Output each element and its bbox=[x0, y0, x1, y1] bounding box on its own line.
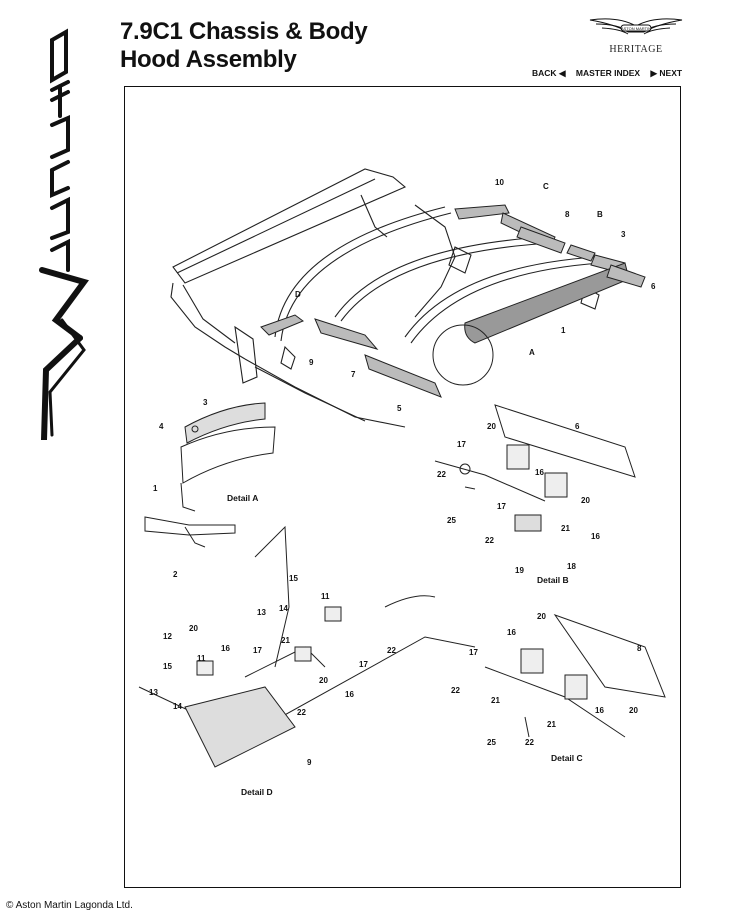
callout-b-22a: 22 bbox=[437, 470, 446, 479]
callout-c-20a: 20 bbox=[537, 612, 546, 621]
trim-part-b bbox=[566, 244, 596, 262]
callout-c-25: 25 bbox=[487, 738, 496, 747]
callout-b-22b: 22 bbox=[485, 536, 494, 545]
callout-d-13b: 13 bbox=[149, 688, 158, 697]
callout-a-1: 1 bbox=[153, 484, 158, 493]
detail-b-label: Detail B bbox=[537, 575, 569, 585]
detail-a-circle bbox=[432, 324, 494, 386]
aston-martin-logo: ASTON MARTIN bbox=[589, 18, 683, 35]
callout-c-21b: 21 bbox=[547, 720, 556, 729]
detail-b-drawing bbox=[434, 404, 636, 532]
detail-d-label: Detail D bbox=[241, 787, 273, 797]
callout-main-7: 7 bbox=[351, 370, 356, 379]
trim-part-6 bbox=[606, 264, 646, 288]
callout-b-19: 19 bbox=[515, 566, 524, 575]
callout-labels: 10 C 8 B 3 6 1 A D 9 7 5 3 4 1 2 Detail … bbox=[149, 178, 656, 797]
trim-part-9 bbox=[260, 314, 305, 336]
callout-main-a: A bbox=[529, 348, 535, 357]
callout-c-17: 17 bbox=[469, 648, 478, 657]
callout-main-d: D bbox=[295, 290, 301, 299]
copyright-footer: © Aston Martin Lagonda Ltd. bbox=[6, 900, 133, 911]
detail-c-label: Detail C bbox=[551, 753, 583, 763]
master-index-link[interactable]: MASTER INDEX bbox=[575, 68, 641, 78]
callout-d-9: 9 bbox=[307, 758, 312, 767]
callout-d-21a: 21 bbox=[281, 636, 290, 645]
callout-d-15b: 15 bbox=[163, 662, 172, 671]
title-line-1: 7.9C1 Chassis & Body bbox=[120, 18, 368, 45]
callout-main-b: B bbox=[597, 210, 603, 219]
page-title: 7.9C1 Chassis & Body Hood Assembly bbox=[120, 18, 368, 74]
callout-b-25: 25 bbox=[447, 516, 456, 525]
title-line-2: Hood Assembly bbox=[120, 46, 297, 73]
callout-c-22a: 22 bbox=[451, 686, 460, 695]
callout-d-11a: 11 bbox=[321, 592, 330, 601]
callout-main-8: 8 bbox=[565, 210, 570, 219]
trim-part-1 bbox=[464, 262, 630, 344]
triangle-left-icon: ◀ bbox=[558, 68, 566, 78]
heritage-label: HERITAGE bbox=[609, 44, 663, 55]
callout-d-22a: 22 bbox=[387, 646, 396, 655]
detail-d-drawing bbox=[138, 525, 476, 768]
detail-c-drawing bbox=[484, 614, 666, 738]
hood-frame-drawing bbox=[170, 168, 602, 428]
callout-b-17b: 17 bbox=[497, 502, 506, 511]
callout-b-18: 18 bbox=[567, 562, 576, 571]
back-label: BACK bbox=[532, 68, 557, 78]
trim-part-8 bbox=[516, 226, 566, 254]
trim-part-5 bbox=[364, 354, 442, 398]
detail-a-label: Detail A bbox=[227, 493, 258, 503]
callout-a-3: 3 bbox=[203, 398, 208, 407]
callout-d-16a: 16 bbox=[221, 644, 230, 653]
callout-d-14b: 14 bbox=[173, 702, 182, 711]
triangle-right-icon: ▶ bbox=[650, 68, 658, 78]
next-label: NEXT bbox=[659, 68, 683, 78]
callout-d-11b: 11 bbox=[197, 654, 206, 663]
callout-main-3: 3 bbox=[621, 230, 626, 239]
callout-a-4: 4 bbox=[159, 422, 164, 431]
vantage-logo bbox=[39, 28, 89, 440]
callout-d-17b: 17 bbox=[359, 660, 368, 669]
callout-d-17a: 17 bbox=[253, 646, 262, 655]
trim-part-7 bbox=[314, 318, 379, 350]
back-link[interactable]: BACK ◀ bbox=[532, 68, 565, 78]
callout-d-13a: 13 bbox=[257, 608, 266, 617]
callout-main-1: 1 bbox=[561, 326, 566, 335]
svg-text:ASTON MARTIN: ASTON MARTIN bbox=[621, 26, 651, 31]
trim-strips bbox=[260, 204, 646, 398]
callout-c-16b: 16 bbox=[595, 706, 604, 715]
callout-b-20a: 20 bbox=[487, 422, 496, 431]
callout-d-15a: 15 bbox=[289, 574, 298, 583]
next-link[interactable]: ▶ NEXT bbox=[650, 68, 682, 78]
callout-a-2: 2 bbox=[173, 570, 178, 579]
callout-d-22b: 22 bbox=[297, 708, 306, 717]
callout-c-8: 8 bbox=[637, 644, 642, 653]
detail-a-drawing bbox=[144, 402, 276, 548]
callout-main-c: C bbox=[543, 182, 549, 191]
callout-d-20b: 20 bbox=[319, 676, 328, 685]
exploded-view-diagram: 10 C 8 B 3 6 1 A D 9 7 5 3 4 1 2 Detail … bbox=[138, 168, 666, 797]
callout-b-6: 6 bbox=[575, 422, 580, 431]
nav-bar: BACK ◀ MASTER INDEX ▶ NEXT bbox=[532, 68, 682, 79]
callout-c-20b: 20 bbox=[629, 706, 638, 715]
callout-b-17a: 17 bbox=[457, 440, 466, 449]
callout-b-21: 21 bbox=[561, 524, 570, 533]
callout-b-20b: 20 bbox=[581, 496, 590, 505]
callout-main-6: 6 bbox=[651, 282, 656, 291]
callout-d-16b: 16 bbox=[345, 690, 354, 699]
trim-part-10 bbox=[454, 204, 510, 220]
callout-b-16b: 16 bbox=[591, 532, 600, 541]
callout-d-12: 12 bbox=[163, 632, 172, 641]
callout-d-20a: 20 bbox=[189, 624, 198, 633]
callout-main-5: 5 bbox=[397, 404, 402, 413]
callout-c-22b: 22 bbox=[525, 738, 534, 747]
diagram-frame: 10 C 8 B 3 6 1 A D 9 7 5 3 4 1 2 Detail … bbox=[124, 86, 681, 888]
callout-d-14a: 14 bbox=[279, 604, 288, 613]
callout-main-10: 10 bbox=[495, 178, 504, 187]
callout-c-21a: 21 bbox=[491, 696, 500, 705]
callout-b-16a: 16 bbox=[535, 468, 544, 477]
callout-c-16a: 16 bbox=[507, 628, 516, 637]
callout-main-9: 9 bbox=[309, 358, 314, 367]
